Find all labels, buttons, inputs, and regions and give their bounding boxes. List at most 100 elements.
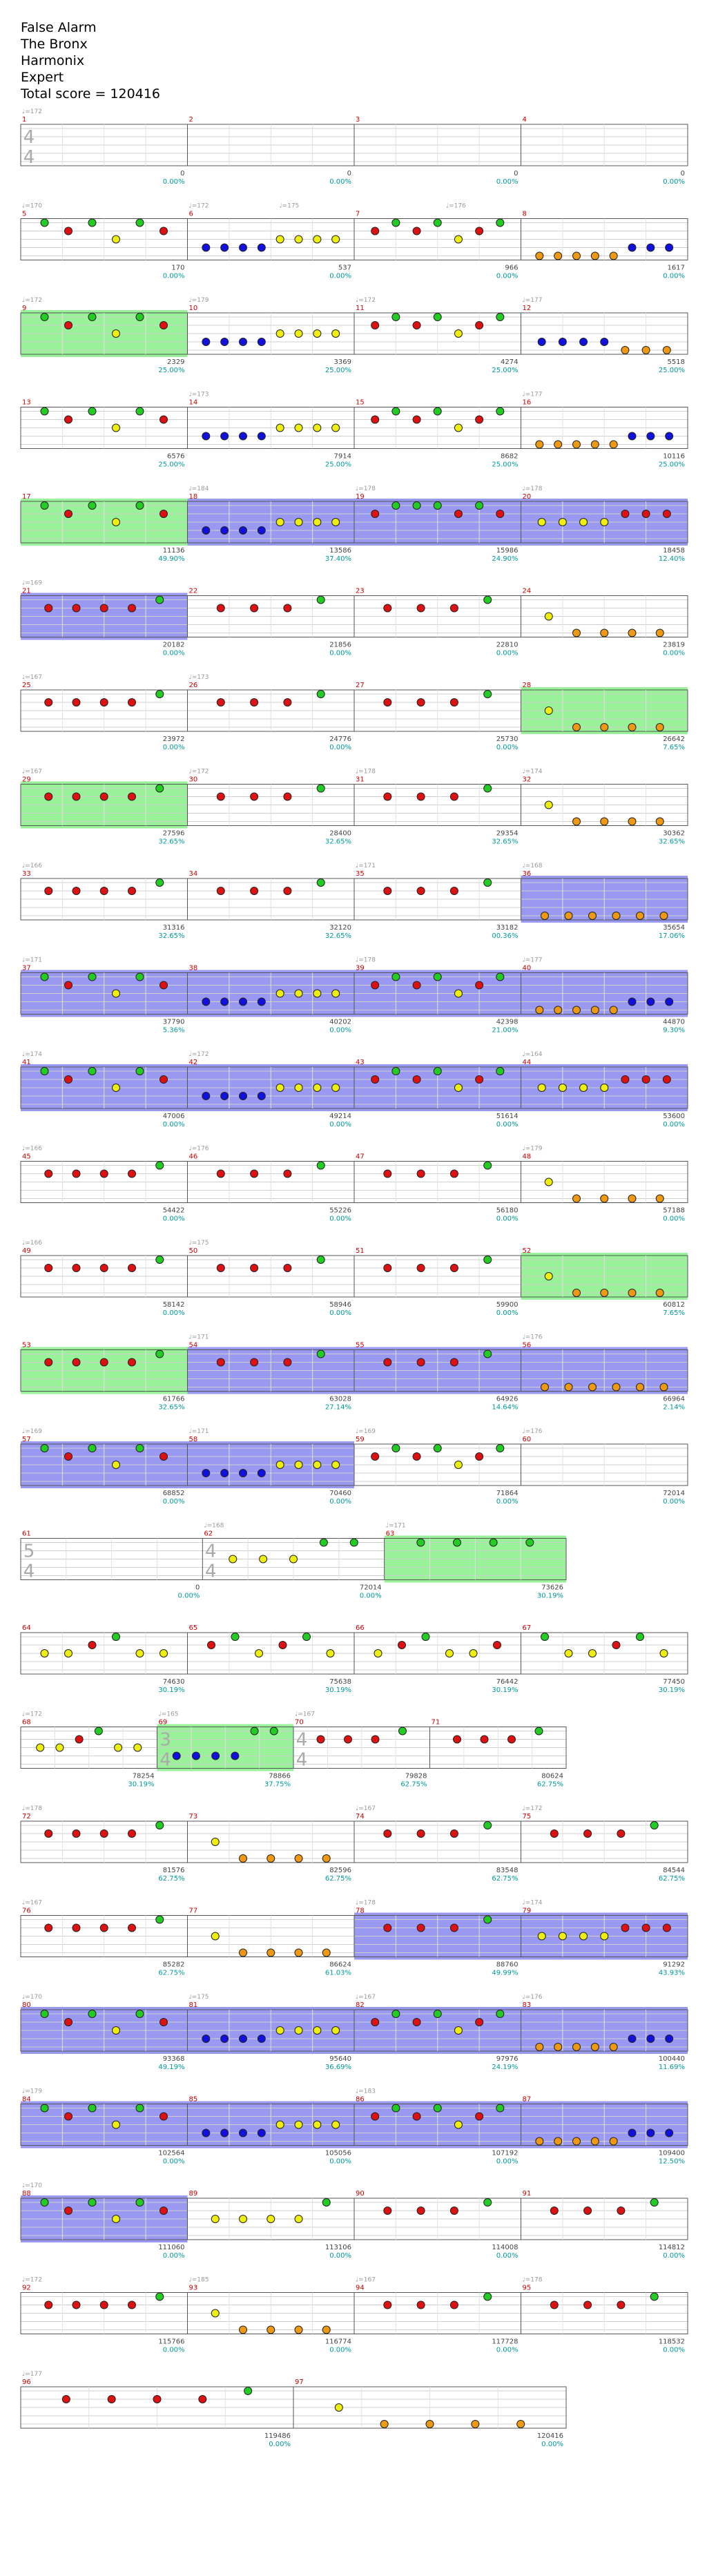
measure-number: 65 <box>189 1624 198 1632</box>
measure-score: 27596 <box>163 830 185 838</box>
staff-row: 9♩=172232925.00%10♩=179336925.00%11♩=172… <box>20 297 688 374</box>
note-gem <box>211 1932 220 1941</box>
note-gem <box>135 1649 144 1657</box>
note-gem <box>572 1289 581 1297</box>
note-gem <box>128 698 136 707</box>
note-gem <box>275 989 284 998</box>
note-gem <box>609 2043 618 2051</box>
note-gem <box>331 1461 340 1469</box>
measure-score: 113106 <box>325 2244 351 2251</box>
note-gem <box>135 2198 144 2207</box>
overdrive-percent: 36.69% <box>325 2064 351 2071</box>
note-gem <box>231 1751 240 1760</box>
song-charter: Harmonix <box>21 53 85 68</box>
time-signature-bottom: 4 <box>205 1561 217 1582</box>
measure-score: 54422 <box>163 1207 185 1215</box>
note-gem <box>628 997 637 1006</box>
measure-number: 1 <box>22 116 26 124</box>
measure-score: 51614 <box>496 1113 519 1120</box>
measure-number: 23 <box>356 588 365 595</box>
measure-score: 15986 <box>496 547 519 555</box>
note-gem <box>128 1923 136 1932</box>
note-gem <box>507 1735 516 1744</box>
note-gem <box>220 526 229 535</box>
note-gem <box>267 2325 275 2334</box>
note-gem <box>257 526 266 535</box>
note-gem <box>64 227 72 236</box>
note-gem <box>416 1538 425 1547</box>
measure-score: 64926 <box>496 1396 519 1403</box>
note-gem <box>99 698 108 707</box>
measure-score: 24776 <box>329 736 351 743</box>
note-gem <box>334 2403 343 2412</box>
measure-score: 13586 <box>329 547 351 555</box>
overdrive-percent: 49.90% <box>158 555 184 563</box>
note-gem <box>449 1829 458 1838</box>
measure-number: 54 <box>189 1342 198 1349</box>
note-gem <box>283 604 292 613</box>
measure-number: 46 <box>189 1153 198 1161</box>
note-gem <box>655 1289 664 1297</box>
note-gem <box>322 1948 331 1957</box>
tempo-marking: ♩=176 <box>523 1994 543 2001</box>
note-gem <box>628 2128 637 2137</box>
measure-score: 18458 <box>663 547 685 555</box>
note-gem <box>257 432 266 441</box>
note-gem <box>216 604 225 613</box>
note-gem <box>40 1649 49 1657</box>
overdrive-percent: 0.00% <box>496 273 519 280</box>
tempo-marking: ♩=167 <box>295 1711 315 1718</box>
tempo-marking: ♩=178 <box>356 1900 376 1907</box>
note-gem <box>112 235 120 244</box>
measure-number: 9 <box>22 305 26 312</box>
note-gem <box>665 997 674 1006</box>
overdrive-percent: 0.00% <box>496 744 519 751</box>
note-gem <box>112 329 120 338</box>
note-gem <box>558 1084 567 1092</box>
measure-number: 67 <box>523 1624 532 1632</box>
note-gem <box>374 1649 382 1657</box>
tempo-marking: ♩=172 <box>22 1711 42 1718</box>
measure-number: 11 <box>356 305 365 312</box>
measure-number: 93 <box>189 2285 198 2292</box>
note-gem <box>275 329 284 338</box>
measure-score: 31316 <box>163 924 185 932</box>
note-gem <box>383 1923 392 1932</box>
note-gem <box>612 1383 621 1392</box>
note-gem <box>331 2120 340 2129</box>
note-gem <box>600 1932 609 1941</box>
overdrive-percent: 37.40% <box>325 555 351 563</box>
note-gem <box>72 1358 81 1367</box>
note-gem <box>371 1735 380 1744</box>
note-gem <box>88 501 97 510</box>
note-gem <box>302 1633 311 1641</box>
note-gem <box>371 321 380 329</box>
tempo-marking: ♩=176 <box>189 1146 209 1153</box>
overdrive-percent: 0.00% <box>329 1215 351 1223</box>
note-gem <box>617 1829 626 1838</box>
overdrive-percent: 62.75% <box>400 1781 427 1789</box>
note-gem <box>316 1349 325 1358</box>
tempo-marking: ♩=165 <box>159 1711 179 1718</box>
tempo-marking: ♩=179 <box>523 1146 543 1153</box>
note-gem <box>449 2207 458 2215</box>
note-gem <box>590 2043 599 2051</box>
staff-row: 45♩=166544220.00%46♩=176552260.00%475618… <box>20 1146 688 1223</box>
note-gem <box>112 2026 120 2035</box>
overdrive-percent: 30.19% <box>659 1686 685 1694</box>
note-gem <box>294 329 303 338</box>
tempo-marking: ♩=177 <box>523 392 543 398</box>
measure-number: 44 <box>523 1059 532 1066</box>
note-gem <box>475 415 484 424</box>
note-gem <box>88 972 97 981</box>
note-gem <box>220 2035 229 2043</box>
note-gem <box>554 251 563 260</box>
measure-score: 72014 <box>360 1584 382 1592</box>
staff-row: 37♩=171377905.36%38402020.00%39♩=1784239… <box>20 957 688 1035</box>
song-title: False Alarm <box>21 20 97 35</box>
measure-score: 77450 <box>663 1678 685 1686</box>
note-gem <box>88 1067 97 1075</box>
note-gem <box>391 1067 400 1075</box>
measure-number: 43 <box>356 1059 365 1066</box>
note-gem <box>155 2292 164 2301</box>
